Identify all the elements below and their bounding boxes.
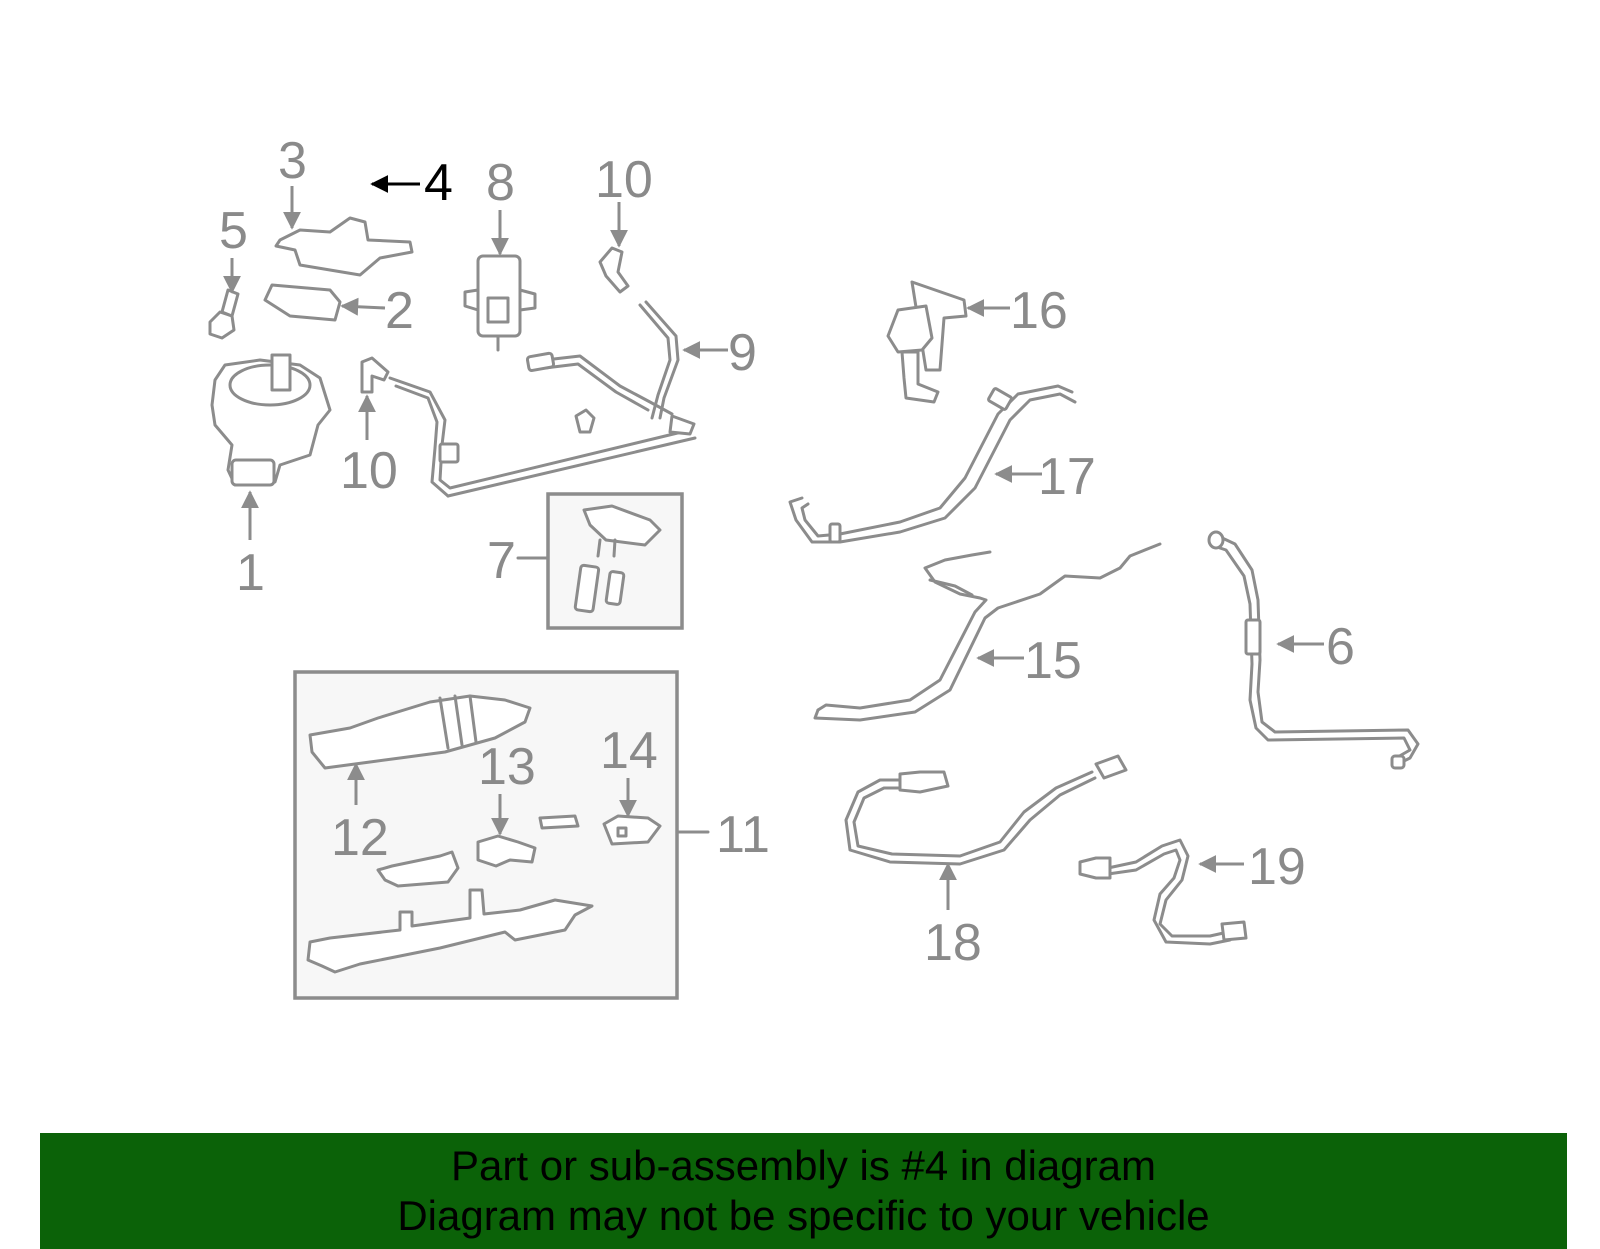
parts-diagram: 1 5 3 2 4 8 10 10 (208, 132, 1420, 1000)
callout-18: 18 (924, 914, 982, 972)
part-2-gasket (263, 283, 342, 322)
callout-19: 19 (1248, 838, 1306, 896)
callout-4: 4 (424, 154, 453, 212)
info-banner: Part or sub-assembly is #4 in diagram Di… (40, 1133, 1567, 1249)
part-10-elbow-left (360, 356, 390, 394)
callout-9: 9 (728, 324, 757, 382)
part-11-filter (376, 850, 460, 888)
part-12-housing (308, 694, 532, 770)
callout-10-top: 10 (595, 151, 653, 209)
part-9-hose-assembly (388, 300, 697, 498)
callout-12: 12 (331, 809, 389, 867)
banner-line-1: Part or sub-assembly is #4 in diagram (451, 1142, 1156, 1189)
part-8-valve (463, 254, 537, 352)
part-5-bolt (208, 288, 240, 340)
part-18-sensor (844, 754, 1128, 866)
banner-line-2: Diagram may not be specific to your vehi… (397, 1192, 1210, 1239)
part-3-cover (274, 216, 414, 277)
part-13-fitting (476, 834, 537, 868)
part-16-valve (886, 280, 968, 404)
part-6-tube (1207, 530, 1420, 770)
callout-15: 15 (1024, 632, 1082, 690)
part-10-elbow-top (598, 246, 630, 294)
callout-2: 2 (385, 282, 414, 340)
part-14-connector (602, 814, 662, 846)
callout-7: 7 (487, 532, 516, 590)
part-11-small-hose (538, 814, 580, 830)
callout-6: 6 (1326, 618, 1355, 676)
callout-3: 3 (278, 132, 307, 190)
callout-13: 13 (478, 738, 536, 796)
part-15-hose (813, 542, 1162, 722)
part-1-air-pump (210, 353, 332, 487)
part-11-bracket (306, 888, 594, 974)
callout-17: 17 (1038, 448, 1096, 506)
callout-1: 1 (236, 544, 265, 602)
callout-11: 11 (716, 806, 770, 864)
callout-10-left: 10 (340, 442, 398, 500)
callout-5: 5 (219, 202, 248, 260)
part-19-sensor (1078, 838, 1248, 946)
callout-14: 14 (600, 722, 658, 780)
part-7-kit (573, 504, 662, 614)
callout-8: 8 (486, 154, 515, 212)
callout-16: 16 (1010, 282, 1068, 340)
part-17-hose (788, 384, 1077, 544)
